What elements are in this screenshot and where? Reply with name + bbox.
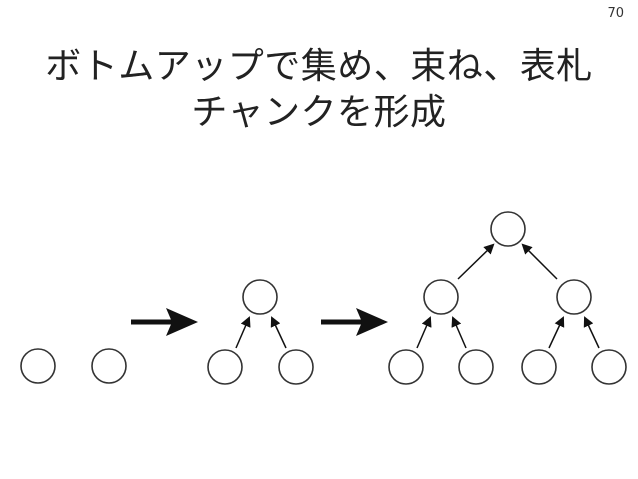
edge-arrow bbox=[451, 316, 467, 349]
stage-hierarchical-chunk bbox=[388, 211, 627, 385]
stage-separate-elements bbox=[20, 348, 127, 384]
child-node bbox=[278, 349, 314, 385]
leaf-node bbox=[521, 349, 557, 385]
mid-node bbox=[556, 279, 592, 315]
transition-arrow bbox=[321, 308, 388, 336]
edge-arrow bbox=[457, 243, 495, 280]
mid-node bbox=[423, 279, 459, 315]
edge-arrow bbox=[416, 316, 432, 349]
root-node bbox=[490, 211, 526, 247]
slide-title: ボトムアップで集め、束ね、表札 チャンクを形成 bbox=[0, 44, 638, 136]
stage-grouped-chunk bbox=[207, 279, 314, 385]
node bbox=[20, 348, 56, 384]
title-line-1: ボトムアップで集め、束ね、表札 bbox=[45, 46, 593, 87]
title-line-2: チャンクを形成 bbox=[191, 92, 447, 133]
child-node bbox=[207, 349, 243, 385]
node bbox=[91, 348, 127, 384]
edge-arrow bbox=[548, 316, 565, 349]
page-number: 70 bbox=[607, 6, 624, 21]
edge-arrow bbox=[521, 243, 558, 280]
parent-node bbox=[242, 279, 278, 315]
leaf-node bbox=[458, 349, 494, 385]
leaf-node bbox=[591, 349, 627, 385]
edge-arrow bbox=[270, 316, 287, 349]
edge-arrow bbox=[583, 316, 600, 349]
edge-arrow bbox=[235, 316, 251, 349]
leaf-node bbox=[388, 349, 424, 385]
transition-arrow bbox=[131, 308, 198, 336]
